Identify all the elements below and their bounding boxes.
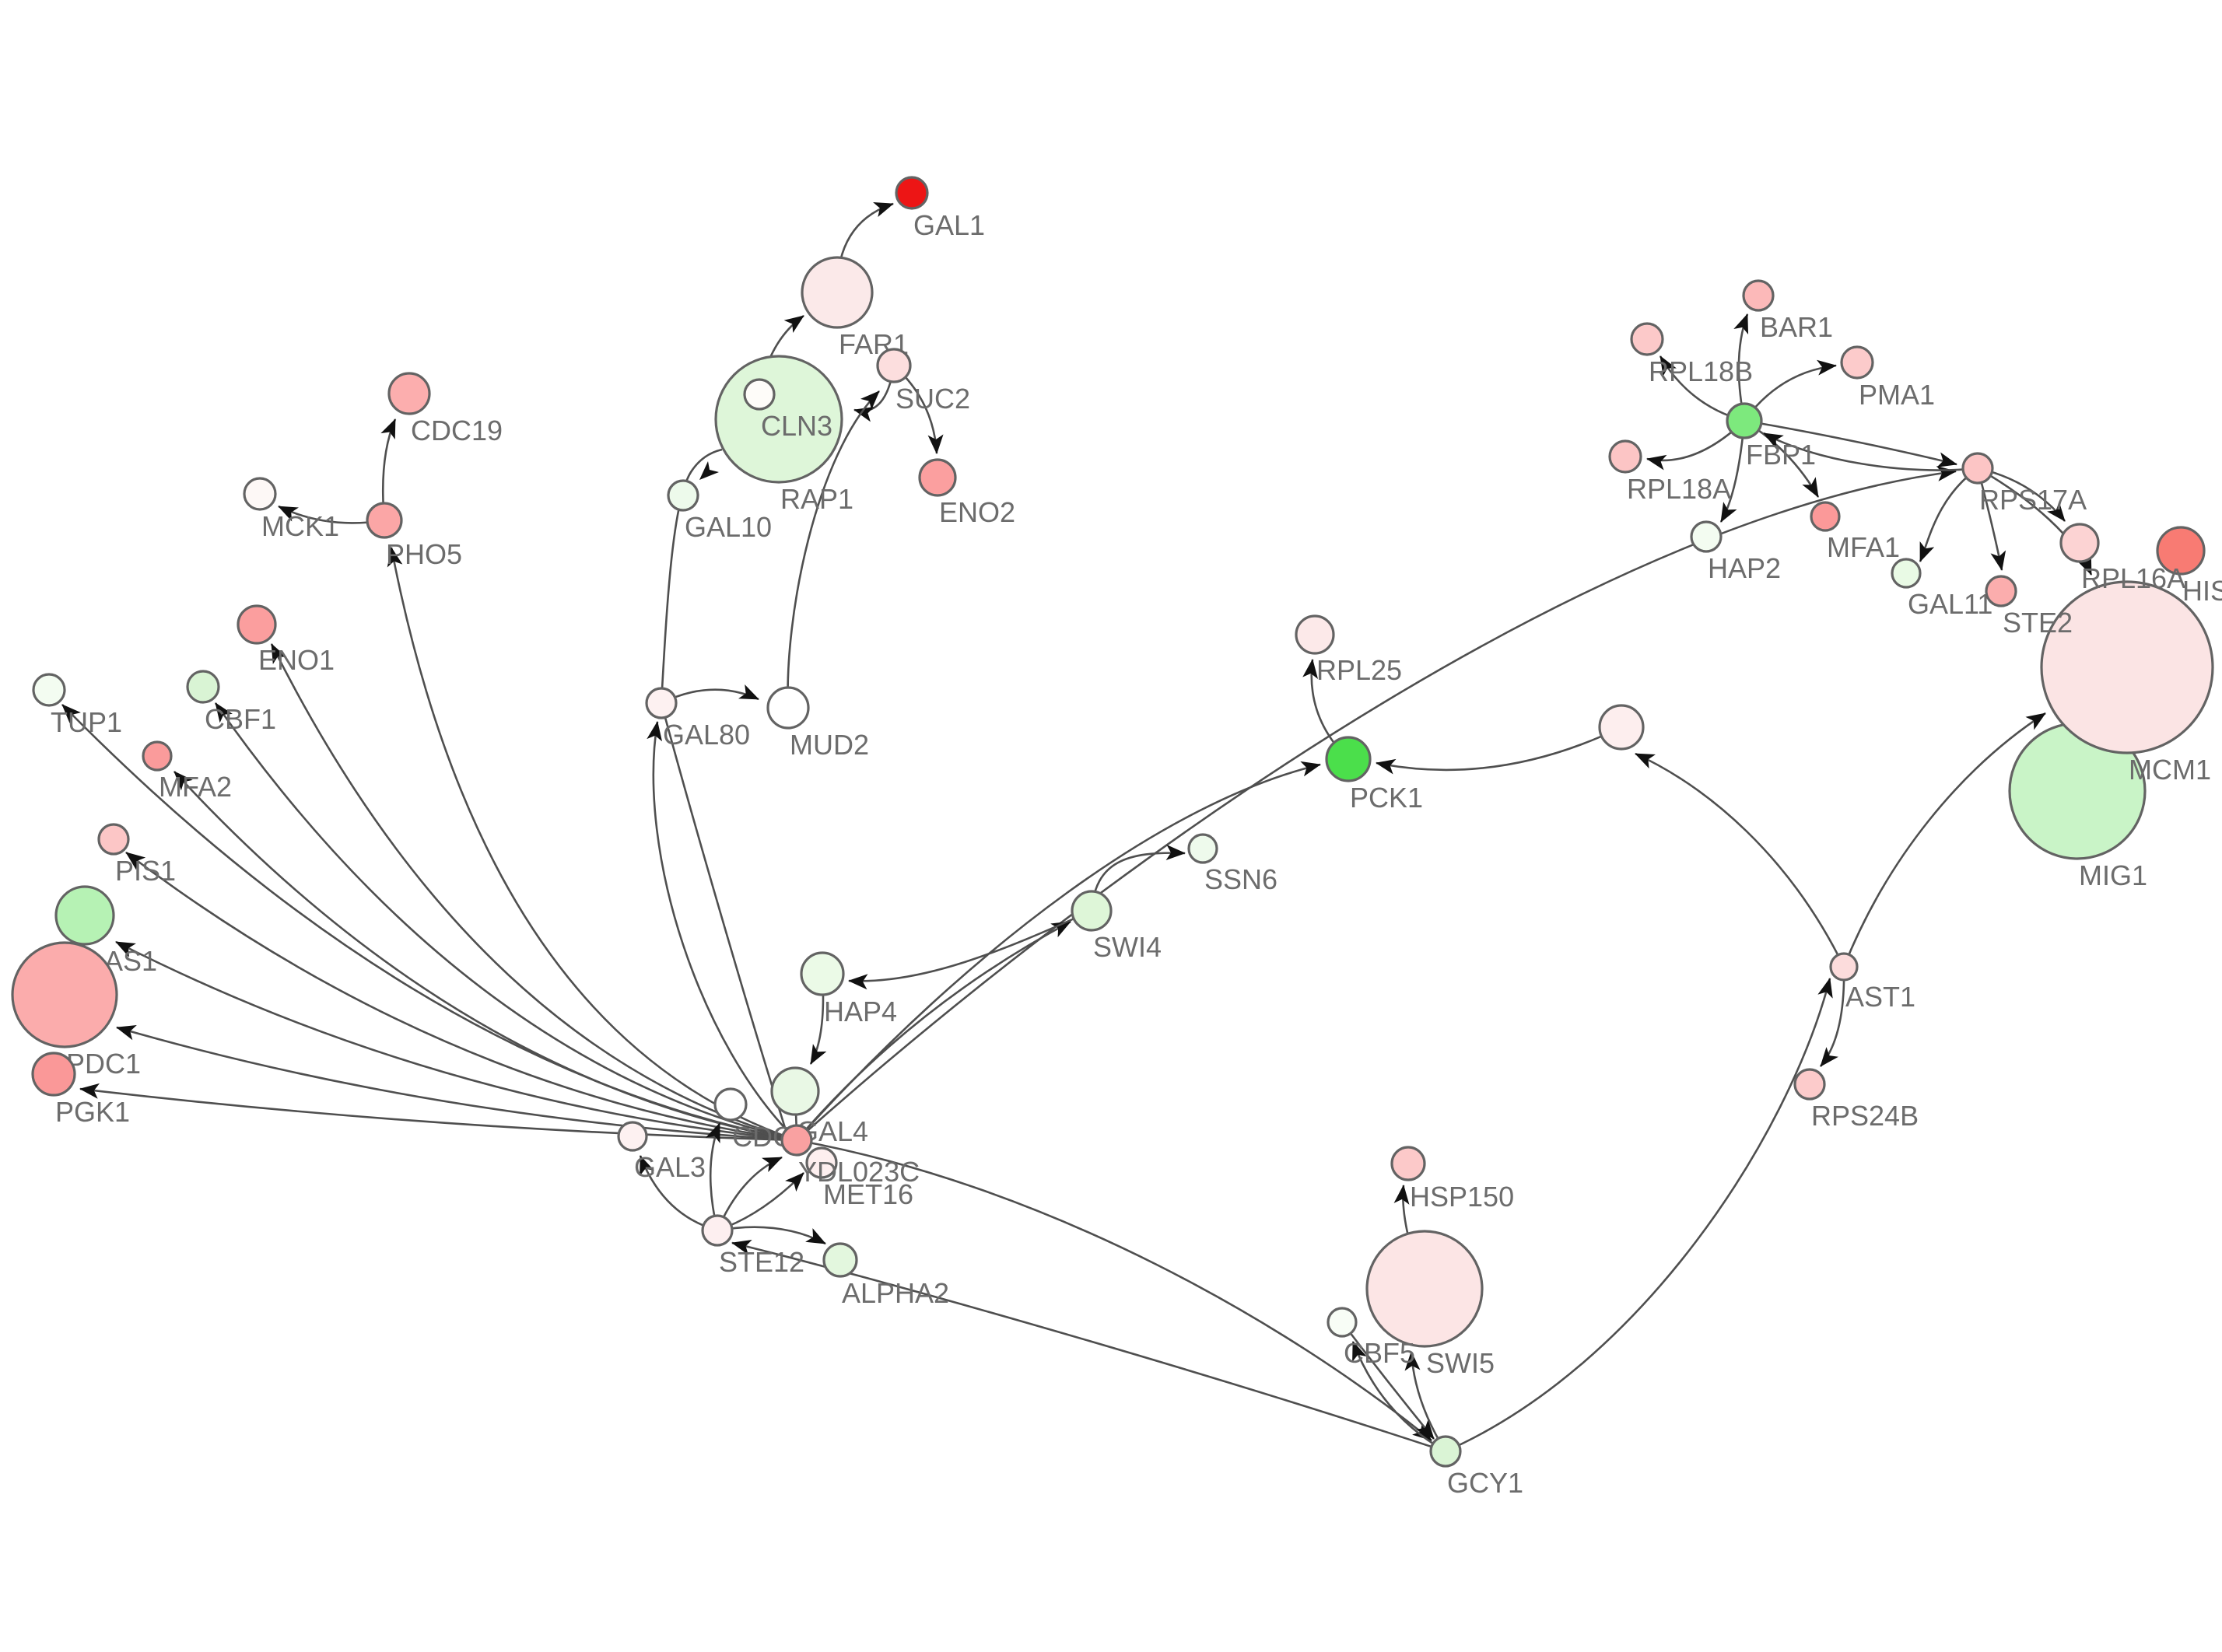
svg-text:PHO5: PHO5 [386, 538, 462, 570]
svg-text:CBF5: CBF5 [1344, 1337, 1415, 1369]
svg-text:PCK1: PCK1 [1350, 782, 1423, 814]
svg-text:MCK1: MCK1 [261, 510, 339, 542]
svg-text:RPL16A: RPL16A [2081, 562, 2185, 594]
svg-text:BAR1: BAR1 [1760, 311, 1833, 343]
svg-text:STE2: STE2 [2003, 607, 2073, 639]
svg-text:YDL023C: YDL023C [798, 1156, 920, 1188]
svg-text:ENO1: ENO1 [258, 644, 335, 676]
svg-text:ENO2: ENO2 [939, 496, 1015, 528]
svg-text:CDC19: CDC19 [411, 415, 503, 446]
svg-text:PIS1: PIS1 [115, 855, 176, 887]
svg-text:GAL1: GAL1 [913, 209, 985, 241]
svg-text:HAP2: HAP2 [1708, 552, 1781, 584]
svg-text:MUD2: MUD2 [790, 729, 869, 761]
svg-text:SWI5: SWI5 [1426, 1347, 1495, 1379]
svg-text:GAL3: GAL3 [634, 1151, 706, 1183]
svg-text:CLN3: CLN3 [761, 410, 832, 442]
svg-text:MIG1: MIG1 [2079, 859, 2147, 891]
svg-text:SUC2: SUC2 [895, 383, 970, 415]
svg-text:MFA2: MFA2 [159, 771, 232, 803]
svg-text:SWI4: SWI4 [1093, 931, 1162, 963]
svg-text:RPL18A: RPL18A [1627, 473, 1731, 505]
svg-text:PMA1: PMA1 [1859, 379, 1935, 411]
svg-text:GAL80: GAL80 [663, 719, 750, 751]
svg-text:FBP1: FBP1 [1746, 439, 1816, 471]
svg-text:PDC1: PDC1 [66, 1048, 141, 1080]
svg-text:STE12: STE12 [719, 1246, 804, 1278]
svg-text:RPS24B: RPS24B [1811, 1100, 1919, 1132]
svg-text:CBF1: CBF1 [205, 703, 276, 735]
svg-text:RAP1: RAP1 [780, 483, 853, 515]
svg-text:GAL10: GAL10 [685, 511, 772, 543]
svg-text:HAP4: HAP4 [824, 996, 897, 1027]
svg-text:AS1: AS1 [104, 945, 157, 977]
svg-text:PGK1: PGK1 [55, 1096, 130, 1128]
svg-text:ALPHA2: ALPHA2 [842, 1277, 949, 1309]
svg-text:RPL25: RPL25 [1316, 654, 1402, 686]
svg-text:SSN6: SSN6 [1204, 863, 1277, 895]
svg-text:AST1: AST1 [1845, 981, 1915, 1013]
svg-text:HIS4: HIS4 [2182, 575, 2222, 607]
svg-text:HSP150: HSP150 [1410, 1181, 1514, 1213]
svg-text:GAL11: GAL11 [1908, 588, 1992, 620]
svg-text:GCY1: GCY1 [1447, 1467, 1523, 1499]
svg-text:MET16: MET16 [823, 1178, 913, 1210]
svg-text:RPS17A: RPS17A [1979, 484, 2087, 516]
svg-text:MCM1: MCM1 [2129, 754, 2211, 786]
svg-text:RPL18B: RPL18B [1649, 355, 1753, 387]
svg-text:TUP1: TUP1 [51, 706, 122, 738]
svg-text:MFA1: MFA1 [1827, 531, 1900, 563]
